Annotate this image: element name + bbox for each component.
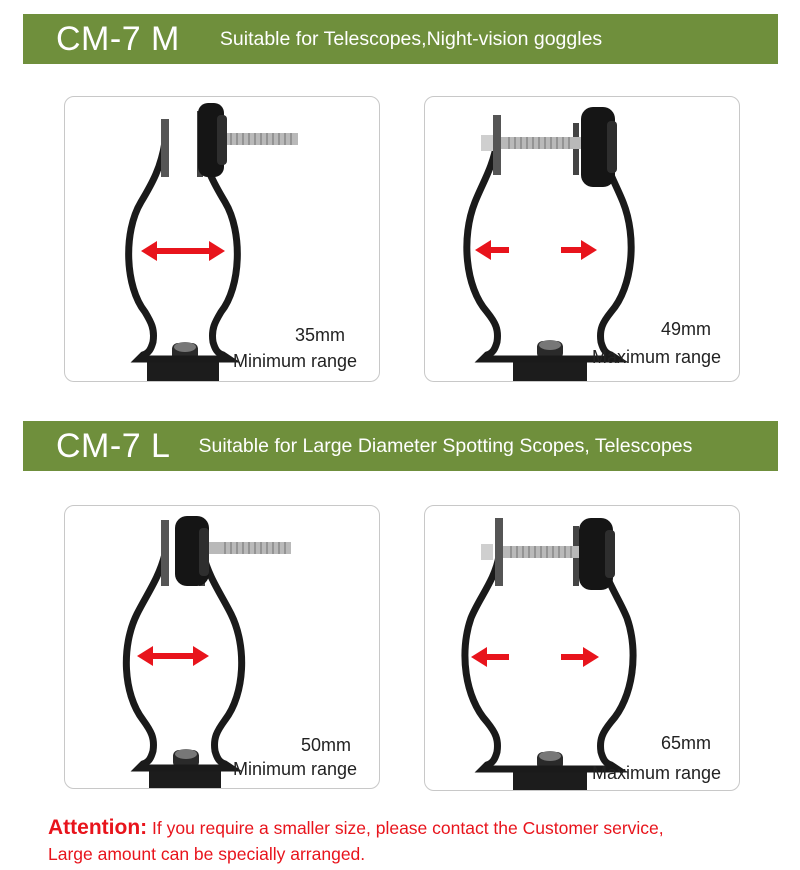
clamp-range: Minimum range <box>233 759 358 779</box>
model-title: CM-7 L <box>56 426 171 465</box>
attention-text-1: If you require a smaller size, please co… <box>152 818 664 838</box>
arrow-icon <box>471 647 599 667</box>
clamp-range: Maximum range <box>592 763 722 783</box>
clamp-icon <box>122 516 291 788</box>
attention-label: Attention: <box>48 816 148 839</box>
clamp-size: 65mm <box>661 733 712 753</box>
clamp-icon <box>461 518 637 790</box>
model-title: CM-7 M <box>56 19 180 58</box>
clamp-card-cm7m-min: 35mm Minimum range <box>64 96 380 382</box>
arrow-icon <box>137 646 209 666</box>
section-banner-cm7m: CM-7 M Suitable for Telescopes,Night-vis… <box>23 14 778 64</box>
clamp-range: Minimum range <box>233 351 358 371</box>
clamp-size: 49mm <box>661 319 712 339</box>
clamp-card-cm7l-min: 50mm Minimum range <box>64 505 380 789</box>
clamp-icon <box>125 103 298 381</box>
model-description: Suitable for Large Diameter Spotting Sco… <box>198 434 693 457</box>
clamp-size: 50mm <box>301 735 352 755</box>
attention-note: Attention: If you require a smaller size… <box>48 815 788 867</box>
clamp-card-cm7l-max: 65mm Maximum range <box>424 505 740 791</box>
clamp-range: Maximum range <box>592 347 722 367</box>
arrow-icon <box>475 240 597 260</box>
clamp-card-cm7m-max: 49mm Maximum range <box>424 96 740 382</box>
attention-line-1: Attention: If you require a smaller size… <box>48 815 788 841</box>
section-banner-cm7l: CM-7 L Suitable for Large Diameter Spott… <box>23 421 778 471</box>
clamp-size: 35mm <box>295 325 346 345</box>
clamp-icon <box>463 107 635 381</box>
attention-text-2: Large amount can be specially arranged. <box>48 844 366 864</box>
arrow-icon <box>141 241 225 261</box>
model-description: Suitable for Telescopes,Night-vision gog… <box>219 27 603 50</box>
